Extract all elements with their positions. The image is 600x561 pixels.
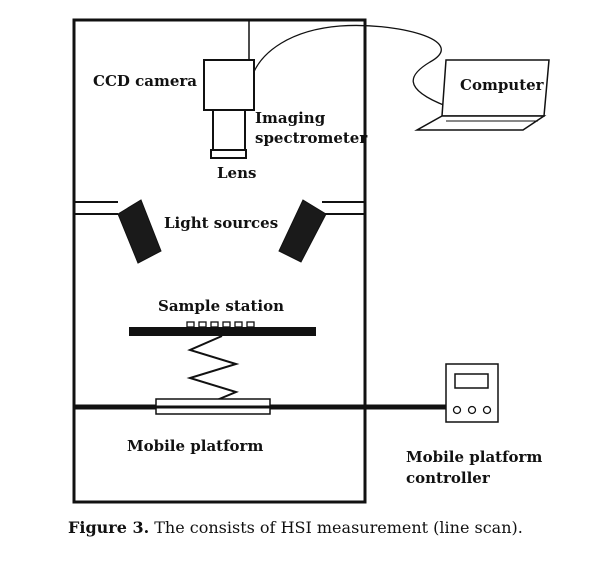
lens-label: Lens (217, 164, 257, 182)
figure-caption-prefix: Figure 3. (68, 518, 150, 537)
light-sources-label: Light sources (164, 214, 279, 232)
computer-cable (252, 24, 447, 107)
ccd-camera-label: CCD camera (93, 72, 197, 90)
spectrometer-body (212, 109, 246, 151)
figure-caption: Figure 3. The consists of HSI measuremen… (68, 518, 523, 537)
controller-label-line1: Mobile platform (406, 448, 543, 466)
laptop-base (414, 115, 547, 131)
imaging-spectrometer-label-line2: spectrometer (255, 129, 368, 147)
ccd-camera-body (203, 59, 255, 111)
spring (186, 335, 240, 403)
computer-label: Computer (460, 76, 544, 94)
controller-knob-2 (467, 405, 477, 415)
imaging-spectrometer-label-line1: Imaging (255, 109, 326, 127)
light-source-right (278, 199, 327, 263)
enclosure-box (72, 18, 367, 504)
lens-body (210, 149, 247, 159)
sample-items (186, 321, 255, 328)
figure-caption-text: The consists of HSI measurement (line sc… (149, 518, 523, 537)
controller-knob-1 (452, 405, 462, 415)
controller-label-line2: controller (406, 469, 490, 487)
controller-display (454, 373, 489, 389)
sample-plate (129, 327, 316, 336)
sample-station-label: Sample station (158, 297, 285, 315)
light-source-left (117, 199, 162, 264)
controller-knob-3 (482, 405, 492, 415)
mobile-platform-label: Mobile platform (127, 437, 264, 455)
